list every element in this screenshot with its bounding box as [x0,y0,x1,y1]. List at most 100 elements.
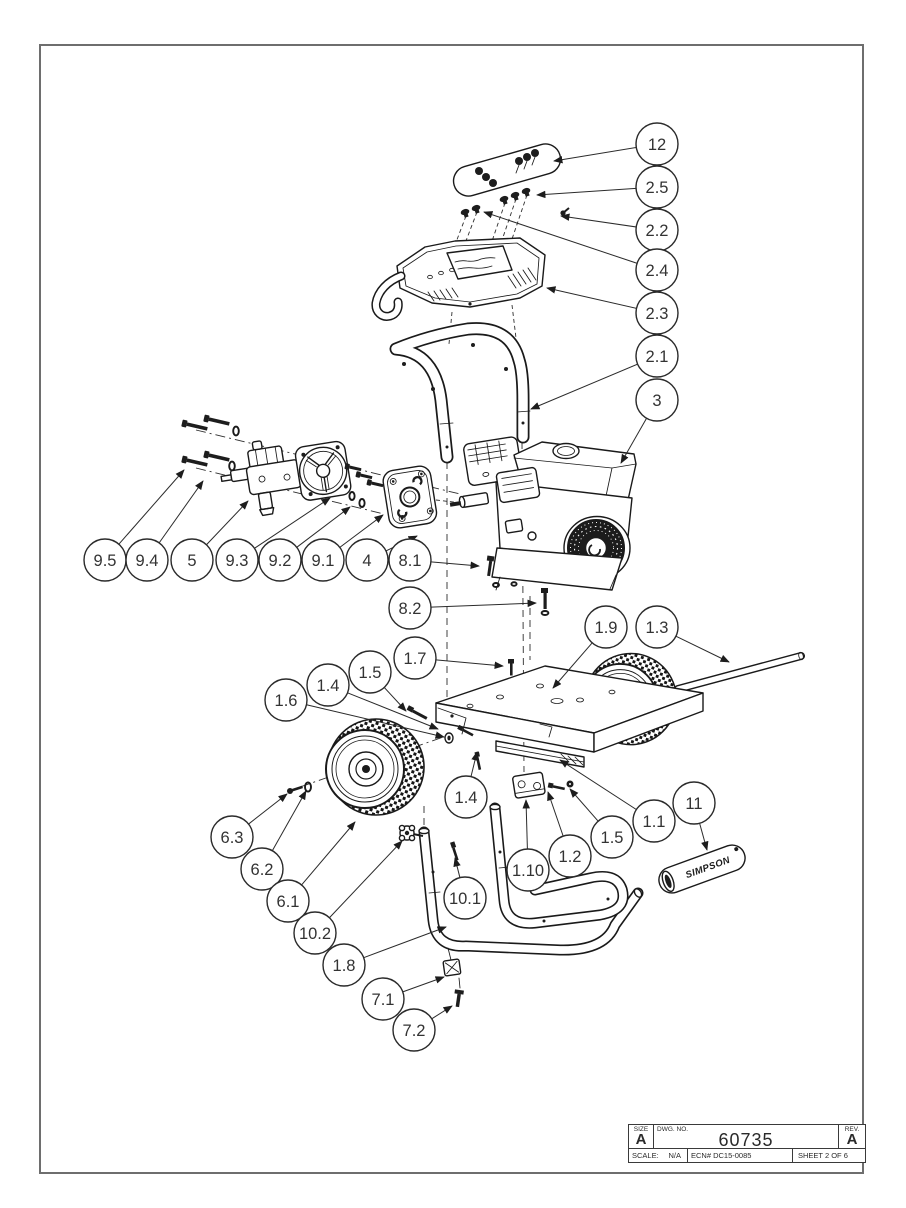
balloon-label: 1.5 [601,829,624,847]
small-screw-part [560,207,570,216]
size-value: A [635,1131,647,1148]
callout-balloon-6.3: 6.3 [210,793,288,859]
balloon-circle [293,911,337,955]
balloon-label: 2.2 [646,222,669,240]
balloon-label: 11 [685,795,702,813]
balloon-label: 7.1 [372,991,395,1009]
balloon-circle [584,605,628,649]
balloon-circle [672,781,716,825]
hose-hook-part [371,271,406,321]
callout-balloon-2.4: 2.4 [483,211,679,292]
panel-vents [427,267,537,302]
pump-assembly-part [181,414,438,529]
balloon-circle [392,1008,436,1052]
balloon-label: 6.1 [277,893,300,911]
callout-balloon-1.2: 1.2 [547,791,592,878]
balloon-circle [443,876,487,920]
console-panel-part [371,237,546,321]
balloon-circle [306,663,350,707]
leader-line [483,211,638,264]
ecn-value: ECN# DC15-0085 [691,1151,752,1160]
pump-body-part [220,440,302,517]
balloon-circle [170,538,214,582]
leader-line [329,840,403,919]
upper-handle-part [389,322,531,464]
balloon-circle [635,378,679,422]
balloon-label: 1.6 [275,692,298,710]
callout-balloon-9.1: 9.1 [301,514,384,582]
balloon-circle [210,815,254,859]
callout-balloon-1.8: 1.8 [322,926,447,987]
balloon-label: 1.8 [333,957,356,975]
leader-line [430,599,537,608]
balloon-circle [548,834,592,878]
leader-line [559,759,637,810]
leader-line [435,659,504,669]
lower-handle-part [418,802,644,956]
leader-line [546,286,637,309]
balloon-circle [393,636,437,680]
leader-line [301,821,356,886]
leader-line [254,497,331,549]
balloon-label: 2.5 [646,179,669,197]
balloon-label: 9.1 [312,552,335,570]
callout-balloon-2.1: 2.1 [530,334,679,410]
leader-line [363,926,447,959]
balloon-label: 1.10 [512,862,544,880]
callout-balloon-1.7: 1.7 [393,636,504,680]
balloon-circle [240,847,284,891]
leader-line [271,790,307,851]
leader-line [306,704,445,739]
sheet-value: SHEET 2 OF 6 [798,1151,848,1160]
callout-balloon-1.4: 1.4 [444,751,488,819]
scale-value: N/A [668,1151,681,1160]
callout-balloon-9.3: 9.3 [215,497,331,582]
axle-rod-part [664,651,805,696]
callout-balloon-8.1: 8.1 [388,538,480,582]
engine-part [449,436,637,591]
callout-balloon-1.6: 1.6 [264,678,445,739]
balloon-circle [635,122,679,166]
balloon-label: 10.2 [299,925,331,943]
leader-line [530,363,638,410]
balloon-label: 1.1 [643,813,666,831]
balloon-label: 8.1 [399,552,422,570]
balloon-label: 5 [187,552,196,570]
balloon-label: 2.4 [646,262,669,280]
balloon-circle [264,678,308,722]
balloon-circle [125,538,169,582]
callout-balloon-11: 11 [672,781,716,851]
leader-line [522,799,530,850]
callout-balloon-3: 3 [620,378,679,464]
callout-balloon-1.3: 1.3 [635,605,730,663]
balloon-circle [266,879,310,923]
balloon-circle [301,538,345,582]
callout-balloon-5: 5 [170,500,249,582]
balloon-label: 8.2 [399,600,422,618]
left-wheel-part [325,718,425,816]
leader-line [248,793,288,825]
leader-line [547,791,564,837]
callout-balloon-10.2: 10.2 [293,840,403,955]
leader-line [620,417,648,464]
leader-line [560,213,637,228]
foot-part [442,947,464,1008]
balloon-label: 10.1 [449,890,481,908]
callout-balloon-2.2: 2.2 [560,208,679,252]
size-label: SIZE [633,1126,649,1133]
balloon-circle [632,799,676,843]
balloon-label: 9.3 [226,552,249,570]
balloon-circle [345,538,389,582]
pump-flange-part [294,440,352,501]
balloon-label: 7.2 [403,1022,426,1040]
balloon-label: 3 [652,392,661,410]
leader-line [569,788,599,822]
leader-line [347,692,439,730]
engine-mount-bolts-part [486,555,550,616]
balloon-circle [348,650,392,694]
callout-balloon-8.2: 8.2 [388,586,537,630]
leader-line [536,187,637,199]
